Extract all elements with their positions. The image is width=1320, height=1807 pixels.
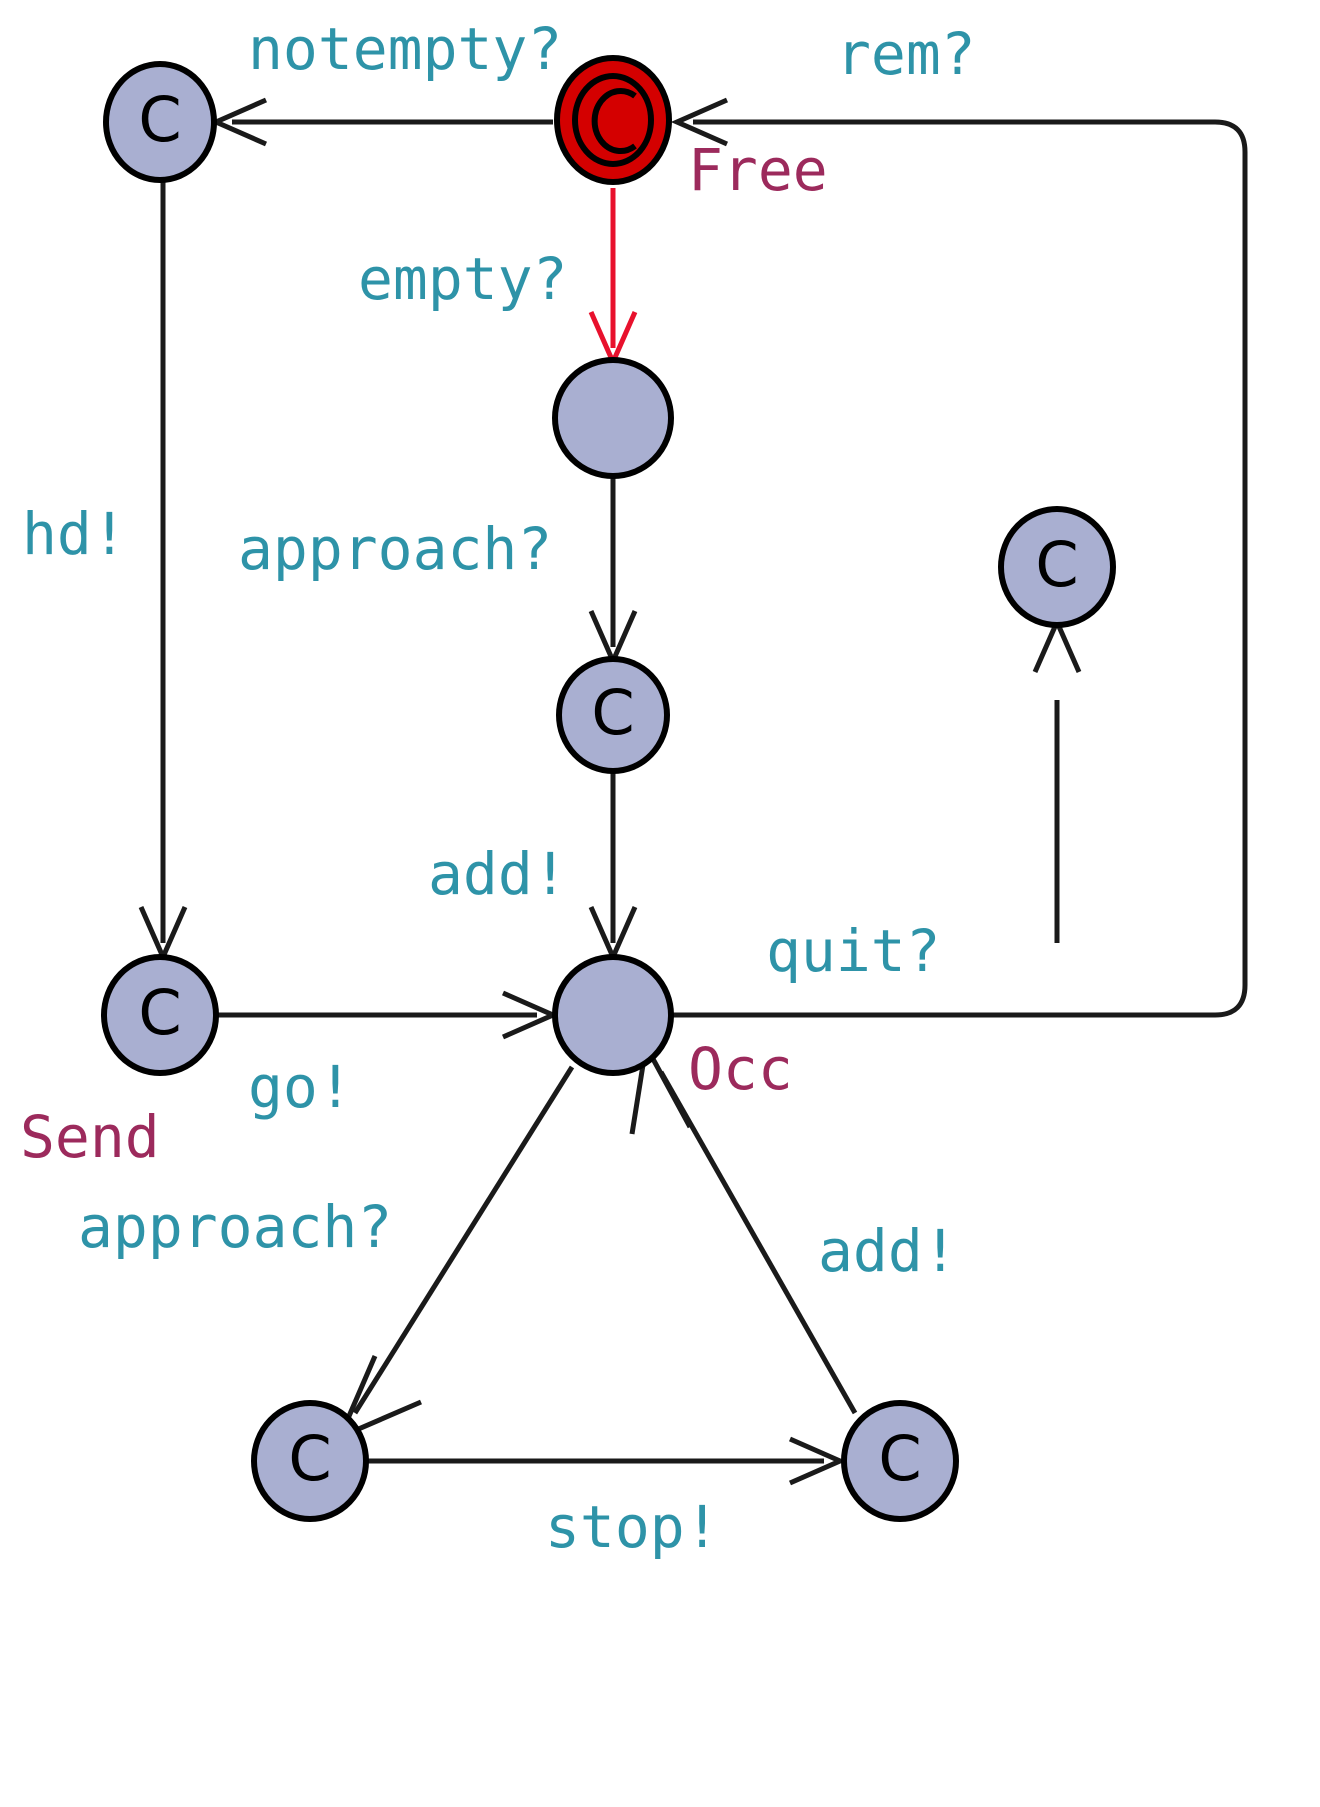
state-node-mid-plain[interactable]	[552, 357, 674, 479]
node-glyph-c: C	[1035, 528, 1078, 601]
edge-label-empty: empty?	[358, 245, 568, 313]
edge-label-go: go!	[248, 1053, 353, 1121]
edge-label-stop: stop!	[545, 1493, 720, 1561]
node-glyph-c: C	[288, 1422, 331, 1495]
edge-go[interactable]	[216, 990, 560, 1040]
node-glyph-c: C	[138, 83, 181, 156]
node-glyph-c: C	[138, 976, 181, 1049]
state-node-c-right[interactable]: C	[998, 506, 1116, 628]
edge-label-add-top: add!	[428, 840, 568, 908]
edge-label-approach-top: approach?	[238, 515, 553, 583]
state-node-c-mid[interactable]: C	[556, 656, 670, 774]
edge-quit[interactable]	[1032, 615, 1082, 943]
edge-approach-top[interactable]	[588, 478, 638, 668]
edge-label-quit: quit?	[766, 917, 941, 985]
state-label-send: Send	[20, 1103, 160, 1171]
edge-notempty[interactable]	[209, 97, 553, 147]
state-node-send[interactable]: C	[101, 954, 219, 1076]
node-glyph-c: C	[878, 1422, 921, 1495]
state-node-c-bottom-right[interactable]: C	[841, 1400, 959, 1522]
edge-label-add-bottom: add!	[818, 1217, 958, 1285]
state-node-free[interactable]	[554, 55, 672, 185]
state-node-c-bottom-left[interactable]: C	[251, 1400, 369, 1522]
edge-hd[interactable]	[138, 178, 188, 964]
node-glyph-c: C	[591, 676, 634, 749]
edge-rem[interactable]	[670, 97, 1248, 1018]
edge-label-approach-bottom: approach?	[78, 1193, 393, 1261]
edge-stop[interactable]	[366, 1436, 847, 1486]
edge-label-notempty: notempty?	[248, 15, 563, 83]
state-label-free: Free	[688, 136, 828, 204]
state-node-occ[interactable]	[552, 954, 674, 1076]
state-node-c-top-left[interactable]: C	[103, 61, 217, 183]
edge-empty[interactable]	[588, 188, 638, 369]
edge-label-rem: rem?	[836, 20, 976, 88]
state-label-occ: Occ	[688, 1035, 793, 1103]
edge-add-top[interactable]	[588, 771, 638, 964]
edge-label-hd: hd!	[22, 500, 127, 568]
